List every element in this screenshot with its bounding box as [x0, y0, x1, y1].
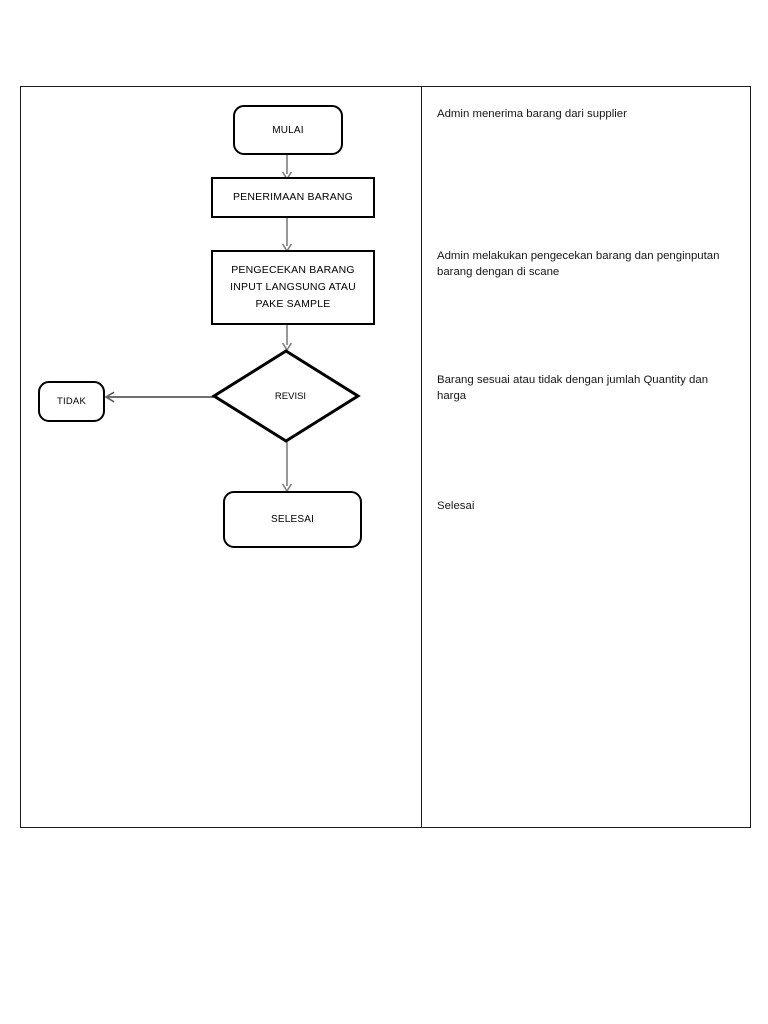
node-tidak-label: TIDAK [57, 396, 86, 407]
annotation-penerimaan: Admin menerima barang dari supplier [437, 108, 627, 120]
node-mulai-label: MULAI [272, 124, 304, 136]
node-pengecekan-line-3: PAKE SAMPLE [255, 298, 331, 310]
node-pengecekan-line-2: INPUT LANGSUNG ATAU [230, 281, 356, 293]
node-selesai-label: SELESAI [270, 514, 315, 525]
annotation-pengecekan: Admin melakukan pengecekan barang dan pe… [437, 250, 720, 279]
column-divider [421, 86, 422, 828]
node-selesai[interactable]: SELESAI [223, 491, 362, 548]
node-pengecekan-barang[interactable]: PENGECEKAN BARANG INPUT LANGSUNG ATAU PA… [211, 250, 375, 325]
connector-revisi-to-selesai [281, 442, 293, 494]
node-pengecekan-line-1: PENGECEKAN BARANG [231, 264, 355, 276]
node-penerimaan-barang[interactable]: PENERIMAAN BARANG [211, 177, 375, 218]
node-revisi-decision[interactable]: REVISI [211, 348, 361, 444]
diagram-frame [20, 86, 751, 828]
connector-penerimaan-to-pengecekan [281, 216, 293, 254]
node-pengecekan-barang-text: PENGECEKAN BARANG INPUT LANGSUNG ATAU PA… [230, 262, 356, 313]
node-revisi-label: REVISI [274, 390, 307, 402]
annotation-selesai: Selesai [437, 500, 475, 512]
node-mulai[interactable]: MULAI [233, 105, 343, 155]
annotation-revisi: Barang sesuai atau tidak dengan jumlah Q… [437, 374, 709, 403]
connector-revisi-to-tidak [102, 390, 217, 404]
node-tidak[interactable]: TIDAK [38, 381, 105, 422]
node-penerimaan-barang-label: PENERIMAAN BARANG [232, 191, 354, 203]
diamond-shape [211, 349, 361, 443]
